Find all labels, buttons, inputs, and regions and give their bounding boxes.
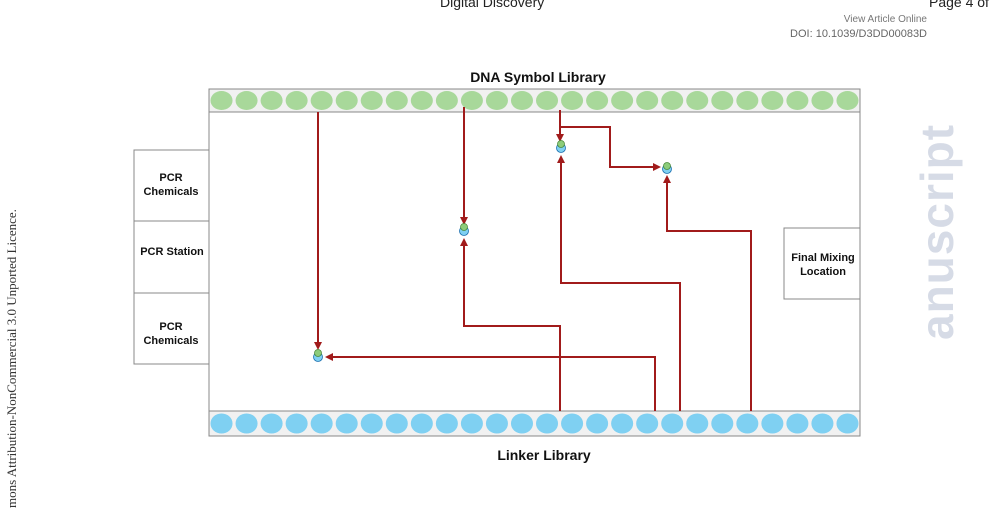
linker-well (661, 413, 684, 434)
linker-well (410, 413, 433, 434)
dna-symbol-well (661, 91, 684, 110)
dna-symbol-well (611, 91, 634, 110)
symbol-transfer-arrows (314, 107, 661, 350)
workflow-figure: DNA Symbol Library Linker Library PCR Ch… (133, 69, 861, 463)
dna-symbol-well (360, 91, 383, 110)
dna-symbol-library-title: DNA Symbol Library (470, 69, 606, 85)
dna-symbol-well (836, 91, 859, 110)
final-mixing-label-2: Location (800, 266, 846, 278)
linker-well (736, 413, 759, 434)
linker-well (335, 413, 358, 434)
linker-well (836, 413, 859, 434)
sample-dot-pcr (313, 349, 323, 362)
linker-well (210, 413, 233, 434)
view-article-online-link[interactable]: View Article Online (843, 14, 927, 25)
linker-library-title: Linker Library (497, 447, 591, 463)
pcr-chemicals-bottom: PCR Chemicals (133, 292, 210, 365)
linker-well (510, 413, 533, 434)
dna-symbol-well (711, 91, 734, 110)
pcr-chemicals-top-label-2: Chemicals (143, 186, 198, 198)
dna-symbol-well (385, 91, 408, 110)
final-mixing-location: Final Mixing Location (783, 227, 861, 300)
dna-symbol-well (410, 91, 433, 110)
pcr-chemicals-bottom-label-2: Chemicals (143, 335, 198, 347)
dna-symbol-well (285, 91, 308, 110)
linker-well (536, 413, 559, 434)
linker-well (310, 413, 333, 434)
journal-name: Digital Discovery (440, 0, 545, 10)
linker-well (811, 413, 834, 434)
dna-symbol-well (786, 91, 809, 110)
page-number: Page 4 of (929, 0, 989, 10)
dna-symbol-well (536, 91, 559, 110)
linker-well (285, 413, 308, 434)
linker-well (561, 413, 584, 434)
dna-symbol-well (235, 91, 258, 110)
dna-symbol-well (586, 91, 609, 110)
mixed-samples (313, 140, 672, 362)
arrow-linker-to-right (663, 175, 752, 411)
dna-symbol-well (561, 91, 584, 110)
linker-well (586, 413, 609, 434)
sample-dot-right (662, 162, 672, 174)
linker-transfer-arrows (325, 155, 752, 411)
dna-symbol-well (761, 91, 784, 110)
pcr-chemicals-bottom-label-1: PCR (159, 321, 182, 333)
linker-well (611, 413, 634, 434)
dna-symbol-well (210, 91, 233, 110)
pcr-chemicals-top-label-1: PCR (159, 172, 182, 184)
dna-symbol-well (636, 91, 659, 110)
sample-dot-mid (459, 223, 469, 236)
linker-well (485, 413, 508, 434)
linker-well (786, 413, 809, 434)
pcr-station-label: PCR Station (140, 246, 204, 258)
dna-symbol-well (510, 91, 533, 110)
pcr-station: PCR Station (133, 220, 210, 294)
linker-well (686, 413, 709, 434)
linker-wells (210, 413, 859, 434)
linker-well (435, 413, 458, 434)
dna-symbol-well (335, 91, 358, 110)
doi-text: DOI: 10.1039/D3DD00083D (790, 28, 927, 40)
linker-well (235, 413, 258, 434)
dna-symbol-well (736, 91, 759, 110)
dna-symbol-wells (210, 91, 859, 110)
linker-well (636, 413, 659, 434)
linker-well (460, 413, 483, 434)
dna-symbol-well (310, 91, 333, 110)
linker-well (711, 413, 734, 434)
linker-well (385, 413, 408, 434)
dna-symbol-well (686, 91, 709, 110)
deck-area (208, 111, 861, 412)
dna-symbol-well (435, 91, 458, 110)
sample-dot-upper (556, 140, 566, 153)
arrow-linker-to-mid (460, 238, 561, 411)
dna-symbol-well (811, 91, 834, 110)
linker-well (761, 413, 784, 434)
arrow-symbol-to-right (560, 126, 661, 171)
linker-well (360, 413, 383, 434)
arrow-linker-to-upper (557, 155, 681, 411)
linker-well (260, 413, 283, 434)
dna-symbol-well (460, 91, 483, 110)
final-mixing-label-1: Final Mixing (791, 252, 855, 264)
arrow-linker-to-pcr (325, 353, 656, 411)
dna-symbol-well (260, 91, 283, 110)
dna-symbol-well (485, 91, 508, 110)
pcr-chemicals-top: PCR Chemicals (133, 149, 210, 222)
